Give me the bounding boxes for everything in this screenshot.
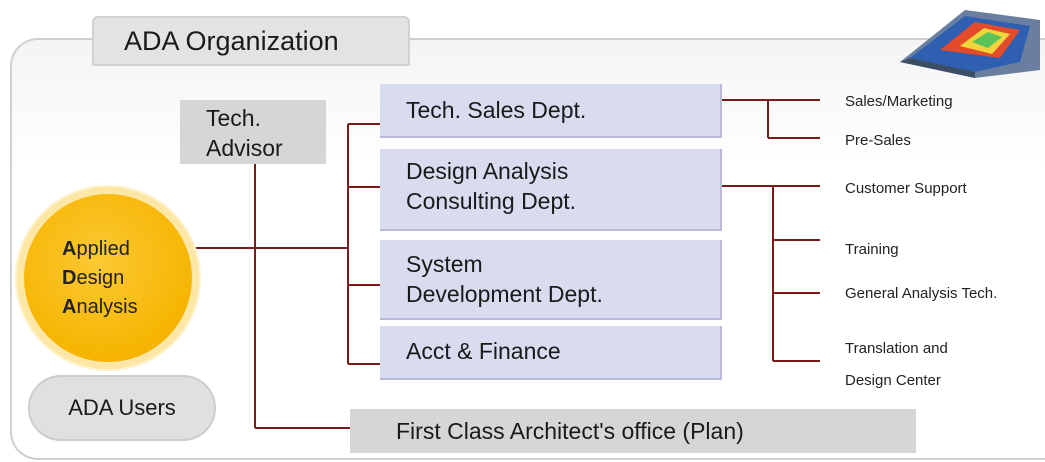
center-rest-2: esign (76, 266, 125, 289)
acct-finance-dept-box: Acct & Finance (380, 326, 722, 380)
page-title: ADA Organization (92, 16, 410, 66)
system-development-dept-line2: Development Dept. (406, 280, 603, 307)
center-rest-1: pplied (76, 237, 130, 260)
ada-users-label: ADA Users (68, 395, 176, 420)
ada-users-box: ADA Users (28, 375, 216, 441)
sub-training: Training (845, 241, 899, 258)
sub-pre-sales: Pre-Sales (845, 132, 911, 149)
center-initial-d: D (62, 266, 77, 289)
tech-sales-dept-label: Tech. Sales Dept. (406, 97, 587, 123)
title-text: ADA Organization (124, 25, 339, 56)
center-initial-a2: A (62, 295, 77, 318)
sub-general-analysis-tech: General Analysis Tech. (845, 285, 998, 302)
sub-customer-support: Customer Support (845, 180, 967, 197)
design-analysis-dept-box: Design Analysis Consulting Dept. (380, 149, 722, 231)
design-analysis-dept-line1: Design Analysis (406, 158, 569, 184)
tech-advisor-line1: Tech. (206, 105, 261, 131)
tech-sales-dept-box: Tech. Sales Dept. (380, 84, 722, 138)
architect-office-box: First Class Architect's office (Plan) (350, 409, 916, 453)
3d-model-logo-icon (900, 10, 1040, 78)
sub-translation-line2: Design Center (845, 372, 941, 389)
system-development-dept-box: System Development Dept. (380, 240, 722, 320)
design-analysis-dept-line2: Consulting Dept. (406, 187, 577, 214)
tech-advisor-box: Tech. Advisor (180, 100, 326, 164)
system-development-dept-line1: System (406, 251, 483, 277)
sub-translation-line1: Translation and (845, 340, 948, 357)
sub-sales-marketing: Sales/Marketing (845, 93, 953, 110)
acct-finance-dept-label: Acct & Finance (406, 338, 561, 364)
architect-office-label: First Class Architect's office (Plan) (396, 418, 744, 444)
applied-design-analysis-circle: Applied Design Analysis (24, 194, 192, 362)
center-initial-a1: A (62, 237, 77, 260)
center-rest-3: nalysis (76, 295, 138, 318)
tech-advisor-line2: Advisor (206, 134, 283, 161)
